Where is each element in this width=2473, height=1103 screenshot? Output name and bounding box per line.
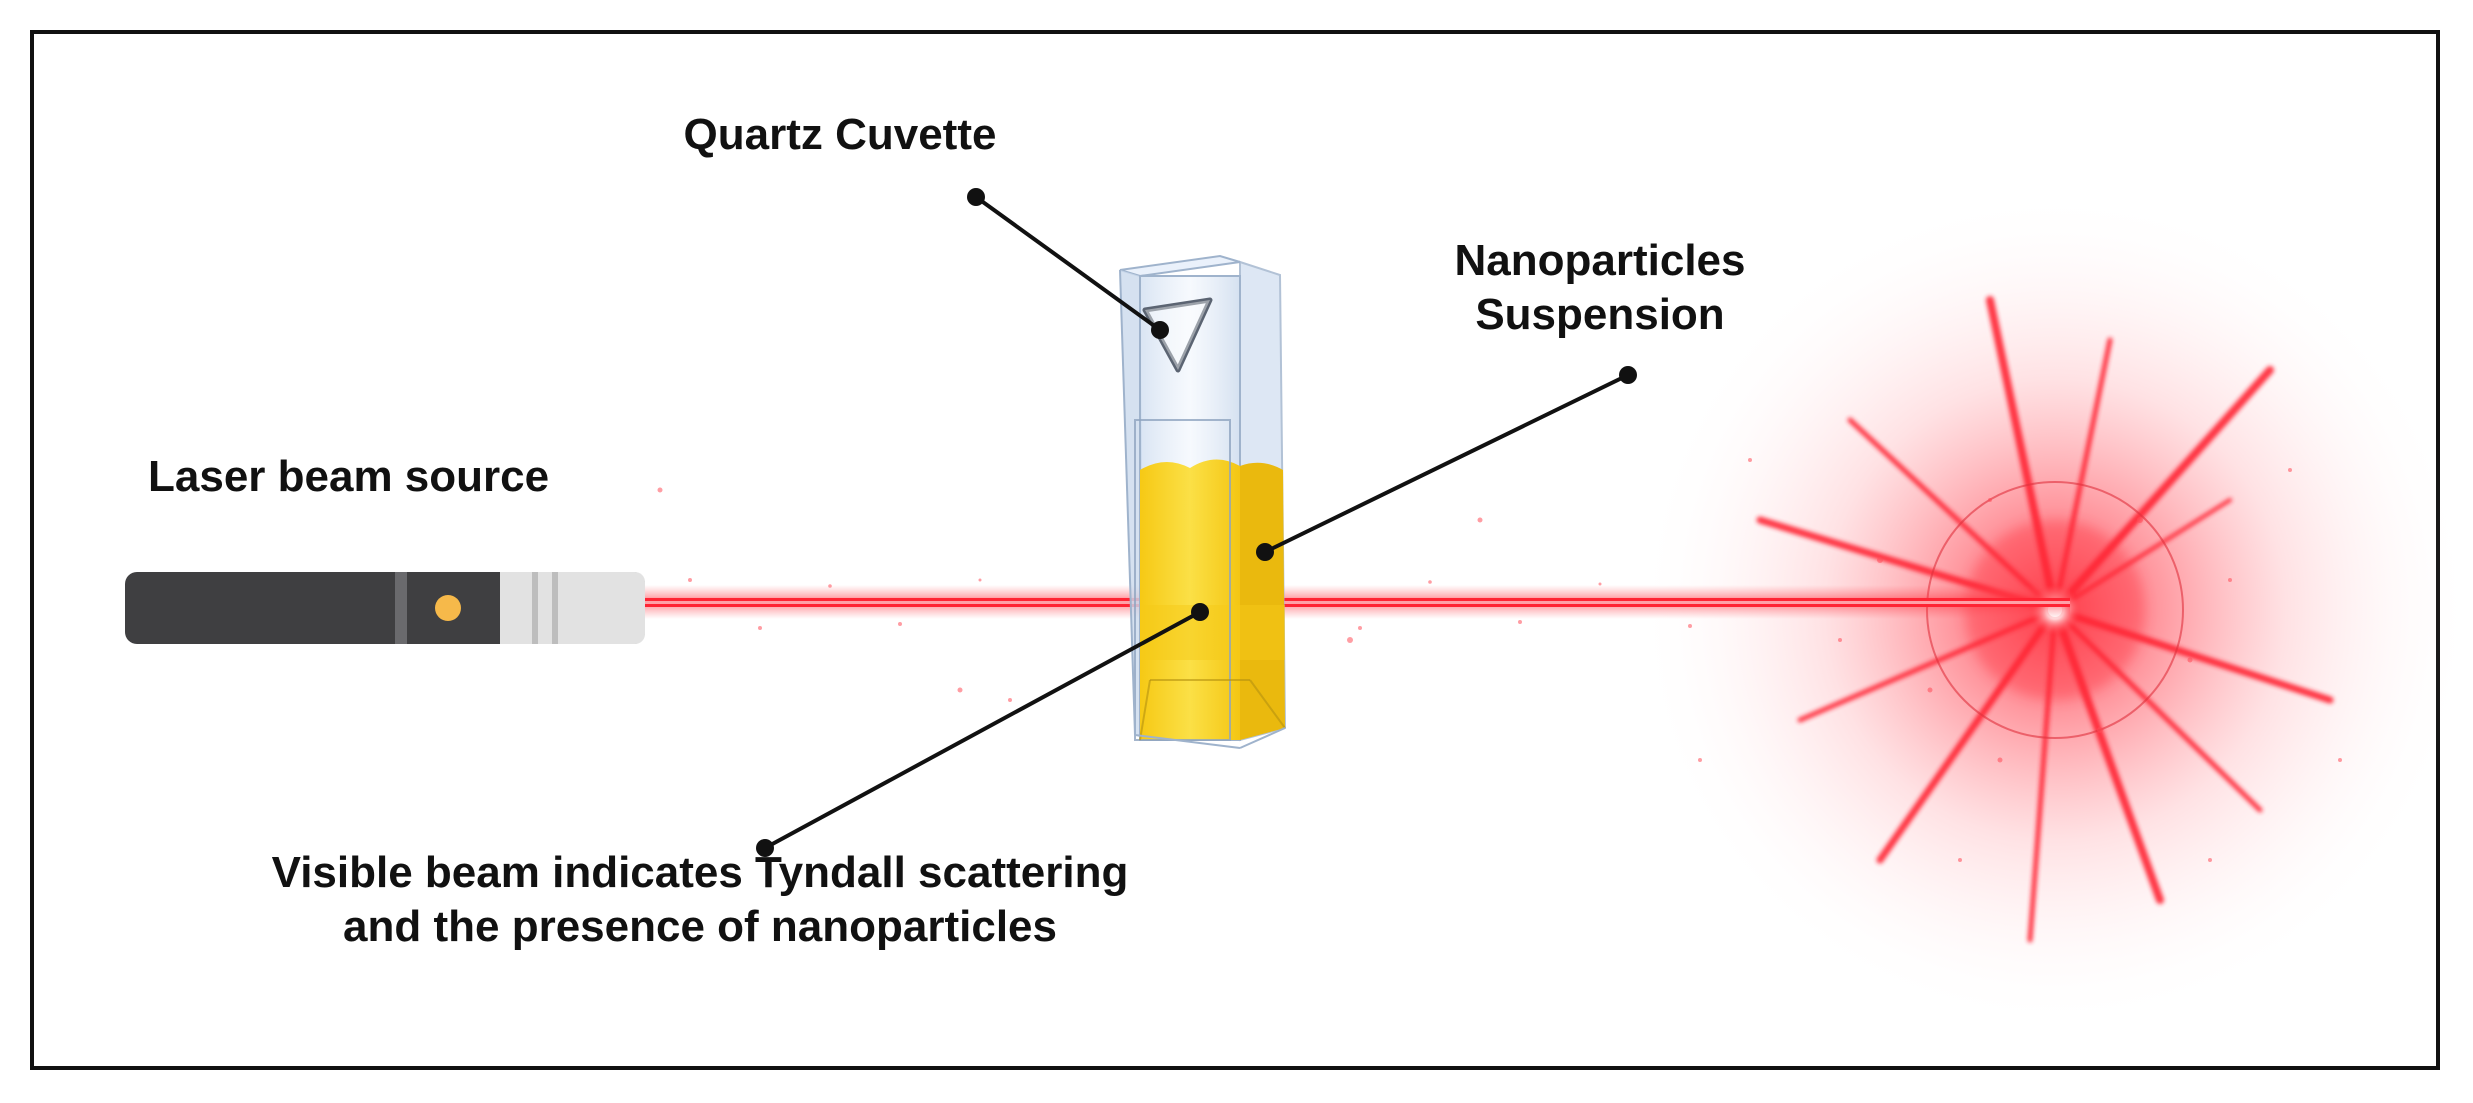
callout-line-nanoparticles bbox=[1263, 373, 1630, 554]
callout-line-cuvette bbox=[974, 195, 1162, 332]
tyndall-label-line1: Visible beam indicates Tyndall scatterin… bbox=[271, 848, 1129, 897]
callout-dot-nanoparticles-start bbox=[1619, 366, 1637, 384]
callout-lines bbox=[763, 195, 1630, 850]
nanoparticles-label-line1: Nanoparticles bbox=[1454, 236, 1746, 285]
callout-dot-cuvette-start bbox=[967, 188, 985, 206]
laser-beam bbox=[640, 487, 2070, 702]
callout-line-tyndall bbox=[763, 610, 1202, 850]
callout-dots bbox=[756, 188, 1637, 857]
cuvette-icon bbox=[1119, 254, 1287, 749]
tyndall-label-line2: and the presence of nanoparticles bbox=[343, 902, 1057, 951]
callout-dot-cuvette-end bbox=[1151, 321, 1169, 339]
cuvette-label: Quartz Cuvette bbox=[560, 108, 1120, 162]
callout-dot-tyndall-start bbox=[1191, 603, 1209, 621]
tyndall-label: Visible beam indicates Tyndall scatterin… bbox=[150, 846, 1250, 954]
laser-source-label: Laser beam source bbox=[148, 450, 549, 504]
nanoparticles-label-line2: Suspension bbox=[1475, 290, 1725, 339]
callout-dot-tyndall-end bbox=[756, 839, 774, 857]
cuvette-label-text: Quartz Cuvette bbox=[683, 110, 997, 159]
laser-source-label-text: Laser beam source bbox=[148, 452, 550, 501]
callout-dot-nanoparticles-end bbox=[1256, 543, 1274, 561]
laser-pointer-icon bbox=[125, 572, 645, 644]
nanoparticles-label: Nanoparticles Suspension bbox=[1400, 234, 1800, 342]
